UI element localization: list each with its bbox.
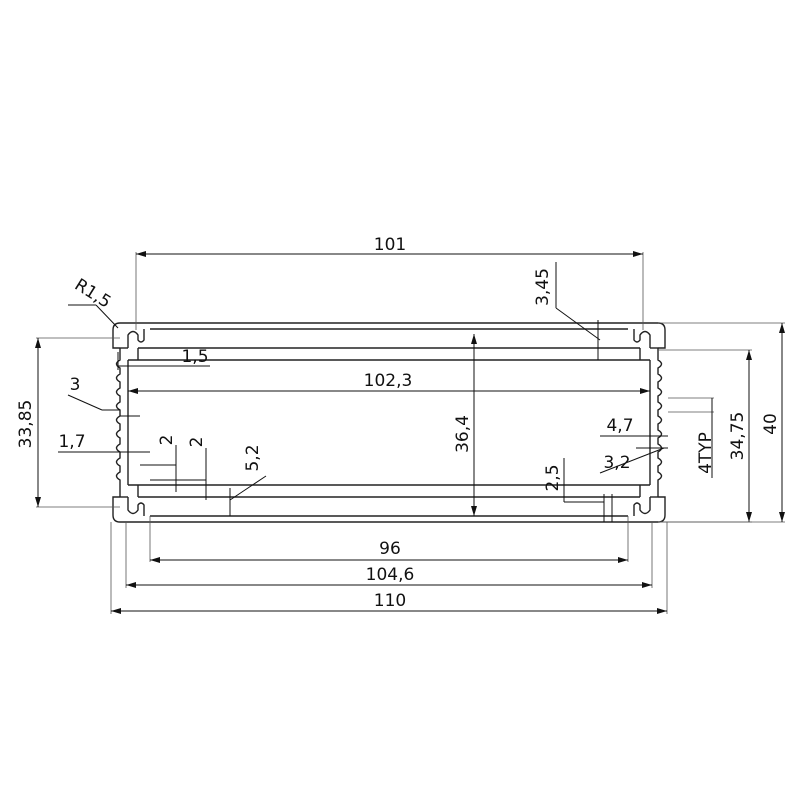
dim-outer-height-right: 34,75 [728, 412, 748, 461]
dim-rail-gap-a: 2 [157, 435, 177, 446]
dim-bottom-mid: 104,6 [366, 565, 415, 585]
dim-top-width: 101 [374, 235, 406, 255]
dim-groove-width: 4,7 [606, 416, 633, 436]
dim-bottom-inner: 96 [379, 539, 401, 559]
dim-fin-depth: 1,7 [58, 432, 85, 452]
dim-fin-pitch: 3 [70, 375, 81, 395]
dim-total-width: 110 [374, 591, 406, 611]
dim-wall-thickness: 1,5 [181, 347, 208, 367]
dimension-lines [35, 251, 785, 614]
dim-rail-height: 5,2 [243, 444, 263, 471]
dim-fin-spacing: 4TYP [696, 432, 716, 474]
dim-inner-height-left: 33,85 [16, 400, 36, 449]
dim-radius: R1,5 [71, 275, 115, 313]
dim-inner-width: 102,3 [364, 371, 413, 391]
dimension-labels: 101 R1,5 3,45 1,5 102,3 3 33,85 1,7 2 2 … [16, 235, 781, 611]
dim-slot-width: 2,5 [543, 464, 563, 491]
dim-rail-gap-b: 2 [187, 437, 207, 448]
dim-groove-depth: 3,2 [603, 453, 630, 473]
dim-slot-depth: 3,45 [533, 268, 553, 306]
dim-total-height: 40 [761, 413, 781, 435]
dim-inner-height: 36,4 [453, 415, 473, 453]
